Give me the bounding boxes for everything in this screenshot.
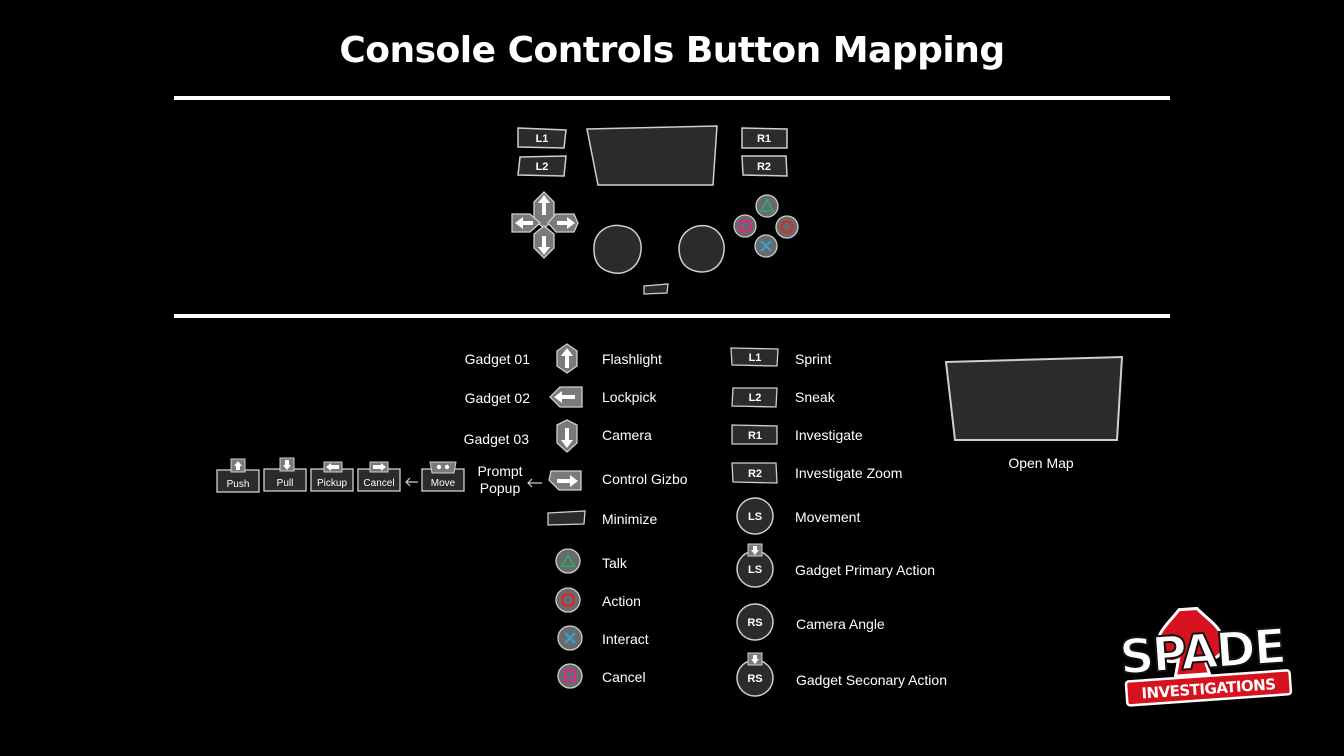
svg-text:L2: L2 [749, 392, 762, 404]
left-stick [593, 224, 642, 274]
l2-key-icon: L2 [731, 387, 778, 408]
rs-stick-icon: RS [736, 603, 774, 641]
dpad [511, 191, 579, 259]
move-key: Move [421, 461, 465, 492]
cancel-label: Cancel [602, 669, 646, 685]
l1-button: L1 [517, 127, 567, 149]
svg-text:RS: RS [747, 617, 762, 629]
action-label: Action [602, 593, 641, 609]
dpad-right-icon [548, 470, 582, 491]
prompt-popup-label: Prompt Popup [477, 463, 523, 496]
triangle-icon [555, 548, 581, 574]
pickup-key: Pickup [310, 461, 354, 492]
ls-stick-icon: LS [736, 497, 774, 535]
open-map-label: Open Map [1008, 455, 1074, 471]
gadget-02-label: Gadget 02 [464, 390, 530, 406]
svg-text:R2: R2 [757, 161, 771, 173]
svg-text:L2: L2 [536, 161, 549, 173]
small-pad [643, 283, 669, 295]
gadget-secondary-action-label: Gadget Seconary Action [796, 672, 947, 688]
svg-text:Pull: Pull [277, 478, 294, 489]
svg-text:Push: Push [227, 479, 250, 490]
investigate-label: Investigate [795, 427, 863, 443]
face-buttons [733, 194, 799, 258]
r1-key-icon: R1 [731, 424, 778, 445]
sneak-label: Sneak [795, 389, 835, 405]
bottom-divider [174, 314, 1170, 318]
dpad-up-icon [556, 343, 578, 374]
right-stick [678, 224, 725, 273]
camera-angle-label: Camera Angle [796, 616, 885, 632]
investigate-zoom-label: Investigate Zoom [795, 465, 903, 481]
svg-text:Pickup: Pickup [317, 478, 347, 489]
minimize-label: Minimize [602, 511, 658, 527]
sprint-label: Sprint [795, 351, 832, 367]
arrow-left-icon [527, 478, 542, 488]
svg-text:R1: R1 [748, 430, 762, 442]
l2-button: L2 [517, 155, 567, 177]
lockpick-label: Lockpick [602, 389, 657, 405]
svg-text:RS: RS [747, 673, 762, 685]
cancel-key: Cancel [357, 461, 401, 492]
rs-press-icon: RS [736, 652, 774, 697]
touchpad-small-icon [547, 510, 586, 526]
gadget-primary-action-label: Gadget Primary Action [795, 562, 936, 578]
talk-label: Talk [602, 555, 627, 571]
pull-key: Pull [263, 457, 307, 492]
svg-text:R2: R2 [748, 468, 762, 480]
spade-investigations-logo: SPADE INVESTIGATIONS [1117, 606, 1293, 707]
r2-button: R2 [741, 155, 788, 177]
svg-text:L1: L1 [749, 352, 762, 364]
r1-button: R1 [741, 127, 788, 149]
controller-diagram: L1 L2 R1 R2 [511, 125, 799, 295]
circle-icon [555, 587, 581, 613]
svg-text:R1: R1 [757, 133, 771, 145]
dpad-down-icon [556, 419, 578, 453]
l1-key-icon: L1 [730, 347, 779, 367]
gadget-03-label: Gadget 03 [463, 431, 529, 447]
touchpad [586, 125, 718, 186]
control-gizbo-label: Control Gizbo [602, 471, 688, 487]
svg-text:Cancel: Cancel [363, 478, 394, 489]
movement-label: Movement [795, 509, 861, 525]
interact-label: Interact [602, 631, 649, 647]
top-divider [174, 96, 1170, 100]
svg-text:LS: LS [748, 564, 762, 576]
cross-icon [557, 625, 583, 651]
page-title: Console Controls Button Mapping [339, 30, 1005, 71]
prompt-chain: Push Pull Pickup Cancel Move [216, 457, 542, 493]
svg-text:LS: LS [748, 511, 762, 523]
r2-key-icon: R2 [731, 462, 778, 484]
ls-press-icon: LS [736, 543, 774, 588]
gadget-01-label: Gadget 01 [464, 351, 530, 367]
camera-label: Camera [602, 427, 652, 443]
svg-text:Move: Move [431, 478, 456, 489]
left-button-icons [547, 343, 586, 689]
svg-text:L1: L1 [536, 133, 549, 145]
touchpad-icon [944, 355, 1124, 441]
right-button-icons: L1 L2 R1 R2 LS LS RS RS [730, 347, 779, 697]
push-key: Push [216, 458, 260, 493]
arrow-left-icon [405, 477, 418, 487]
flashlight-label: Flashlight [602, 351, 662, 367]
square-icon [557, 663, 583, 689]
dpad-left-icon [549, 386, 583, 408]
